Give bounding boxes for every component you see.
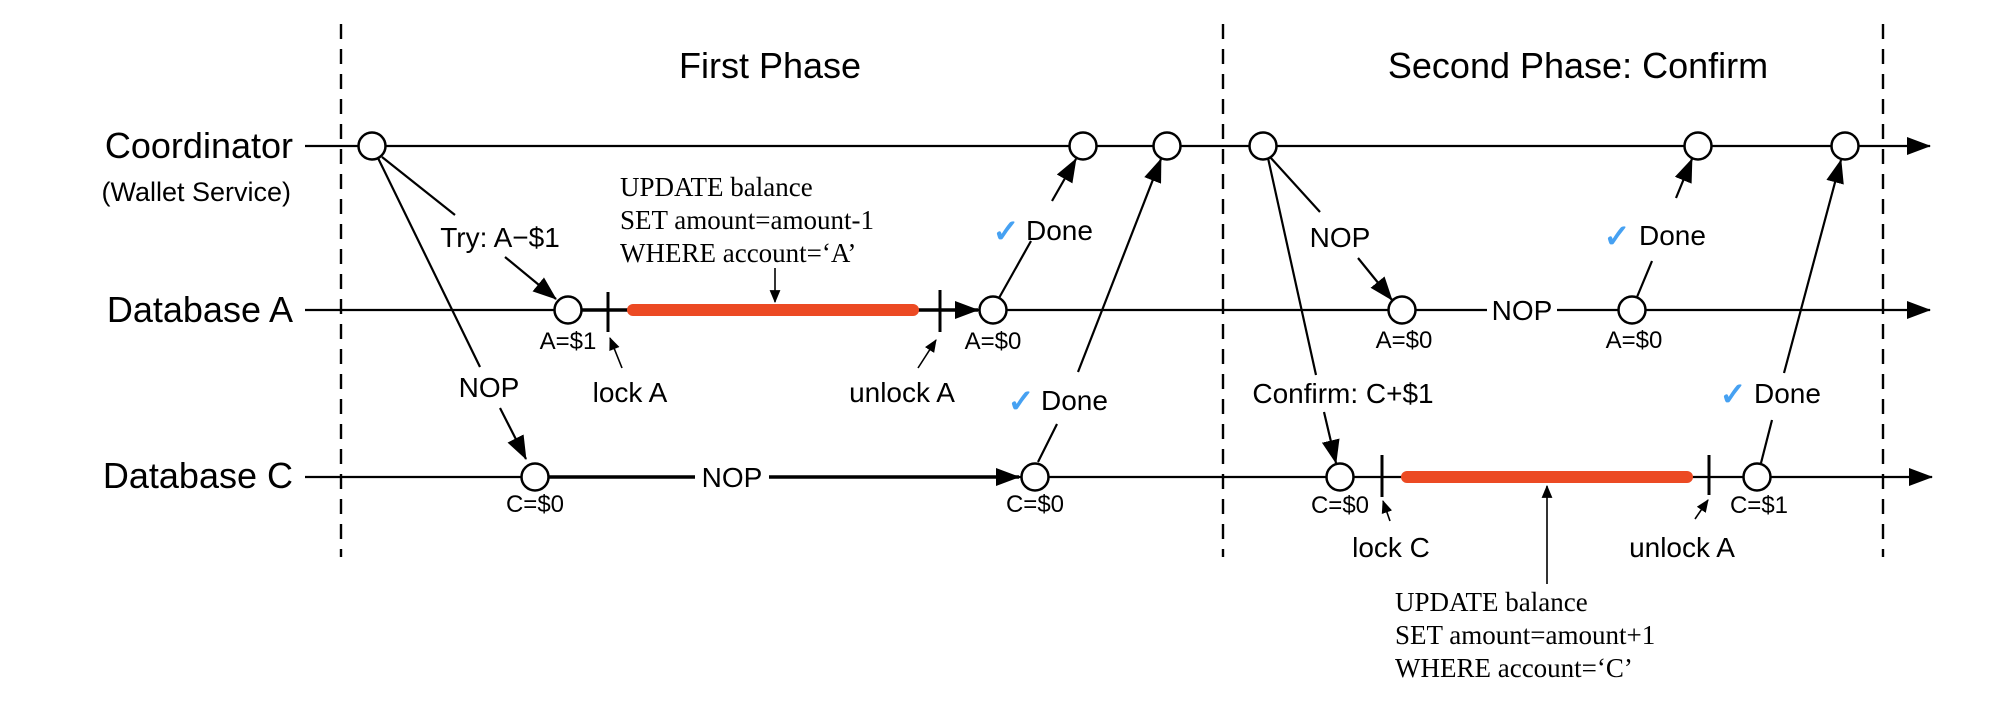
done-check-icon-3: ✓ [1604,218,1631,254]
event-label-c2: C=$0 [1006,491,1064,518]
done-check-icon-2: ✓ [1008,383,1035,419]
label-unlock-a-1: unlock A [849,377,955,408]
done-a-reply-line [998,240,1032,299]
done-c-reply-line [1037,423,1058,463]
label-nop-inline-a: NOP [1492,295,1553,326]
sql-a-line-2: SET amount=amount-1 [620,205,874,235]
label-nop-call-1: NOP [459,372,520,403]
done-a-reply-arrow [1051,158,1077,202]
event-label-a4: A=$0 [1606,327,1663,354]
node-coordinator-done-a1 [1068,131,1098,161]
done-check-icon-1: ✓ [993,213,1020,249]
event-label-c3: C=$0 [1311,492,1369,519]
label-nop-call-2: NOP [1310,222,1371,253]
phase-dividers [339,24,1885,557]
event-label-c1: C=$0 [506,491,564,518]
try-call-arrow [504,256,557,300]
node-a-confirm [1387,295,1417,325]
label-unlock-a-2: unlock A [1629,532,1735,563]
label-confirm-call: Confirm: C+$1 [1252,378,1433,409]
node-a-try [553,295,583,325]
done-text-2: Done [1041,385,1108,416]
node-c-confirm-end [1742,462,1772,492]
sql-annotation-a: UPDATE balance SET amount=amount-1 WHERE… [620,172,874,268]
confirm-call-arrow [1321,411,1340,464]
timelines [305,137,1933,486]
label-try-call: Try: A−$1 [440,222,560,253]
label-lock-c: lock C [1352,532,1430,563]
lane-label-database-c: Database C [103,455,293,496]
label-lock-a: lock A [593,377,668,408]
event-label-c4: C=$1 [1730,492,1788,519]
event-nodes [357,131,1860,492]
lock-labels: lock A unlock A lock C unlock A [593,377,1736,563]
try-call-line [381,156,456,216]
event-label-a2: A=$0 [965,328,1022,355]
node-c-confirm [1325,462,1355,492]
node-a-try-end [978,295,1008,325]
nop-call-arrow-c [499,407,527,460]
message-labels: Try: A−$1 NOP NOP NOP NOP Confirm: C+$1 [440,222,1552,493]
lock-ticks [606,290,1711,497]
done-a2-reply-line [1635,260,1654,298]
lane-labels: Coordinator (Wallet Service) Database A … [101,125,293,496]
node-coordinator-done-c1 [1152,131,1182,161]
unlock-c-pointer [1694,499,1709,520]
unlock-a-pointer [917,339,937,369]
label-nop-inline-c: NOP [702,462,763,493]
event-state-labels: A=$1 A=$0 A=$0 A=$0 C=$0 C=$0 C=$0 C=$1 [506,327,1788,519]
done-labels: ✓ Done ✓ Done ✓ Done ✓ Done [993,213,1821,419]
node-coordinator-done-a2 [1683,131,1713,161]
nop-call-line-a2 [1269,156,1321,213]
done-text-3: Done [1639,220,1706,251]
sql-a-line-1: UPDATE balance [620,172,813,202]
sql-c-line-1: UPDATE balance [1395,587,1588,617]
event-label-a3: A=$0 [1376,327,1433,354]
annotation-pointers [609,268,1709,584]
lane-label-coordinator: Coordinator [105,125,293,166]
nop-call-line-c [377,157,481,368]
nop-gap-mask-c [695,462,769,492]
sql-c-line-2: SET amount=amount+1 [1395,620,1655,650]
node-c-try-end [1020,462,1050,492]
node-a-confirm-end [1617,295,1647,325]
sql-c-line-3: WHERE account=‘C’ [1395,653,1633,683]
lane-label-database-a: Database A [107,289,293,330]
phase1-connectors [377,156,1163,463]
node-coordinator-start-1 [357,131,387,161]
done-text-1: Done [1026,215,1093,246]
phase2-connectors [1266,156,1844,464]
done-c2-reply-line [1759,419,1774,464]
node-c-try [520,462,550,492]
done-a2-reply-arrow [1674,158,1694,199]
sql-a-line-3: WHERE account=‘A’ [620,238,856,268]
lock-a-pointer [609,336,623,369]
lock-c-pointer [1381,499,1393,522]
done-c-reply-arrow [1076,158,1163,373]
done-text-4: Done [1754,378,1821,409]
done-c2-reply-arrow [1782,159,1844,374]
node-coordinator-start-2 [1248,131,1278,161]
sql-annotation-c: UPDATE balance SET amount=amount+1 WHERE… [1395,587,1655,683]
nop-call-arrow-a2 [1357,257,1393,301]
nop-gap-mask-a [1487,295,1557,325]
node-coordinator-done-c2 [1830,131,1860,161]
confirm-call-line [1266,157,1318,376]
phase-title-second: Second Phase: Confirm [1388,45,1768,86]
phase-title-first: First Phase [679,45,861,86]
event-label-a1: A=$1 [540,328,597,355]
lane-label-coordinator-subtitle: (Wallet Service) [101,177,291,207]
done-check-icon-4: ✓ [1720,376,1747,412]
